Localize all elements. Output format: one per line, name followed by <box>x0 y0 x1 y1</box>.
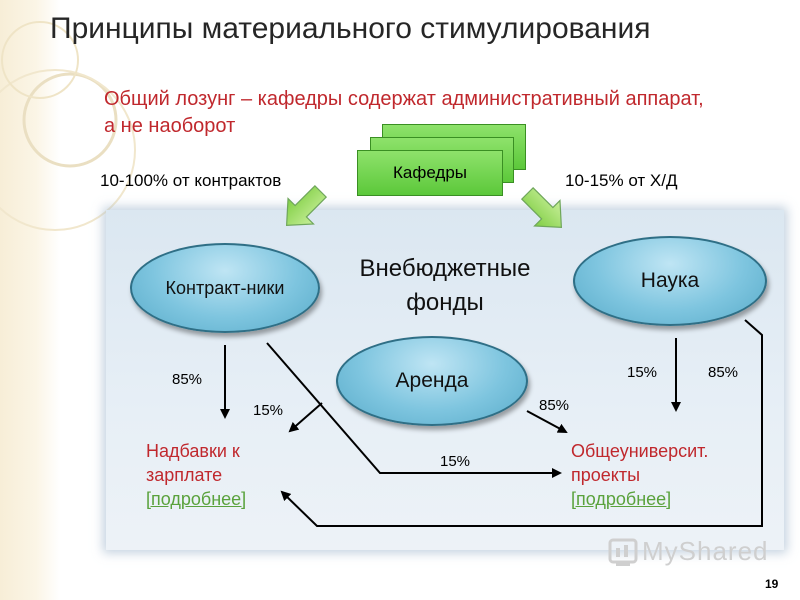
science-label: Наука <box>640 269 700 292</box>
pct-contractors-to-bonuses: 85% <box>172 371 203 388</box>
projects-label: Общеуниверсит. проекты <box>571 441 709 485</box>
projects-more-link[interactable]: [подробнее] <box>571 489 672 509</box>
pct-science-to-projects: 15% <box>627 364 658 381</box>
contractors-label: Контракт-ники <box>165 278 285 298</box>
kafedry-label: Кафедры <box>392 163 468 182</box>
green-arrow-left <box>285 184 328 227</box>
green-arrow-right <box>520 186 563 229</box>
pct-rent-to-projects: 85% <box>539 397 570 414</box>
contractors-node: Контракт-ники <box>130 243 320 333</box>
science-node: Наука <box>573 236 767 326</box>
pct-science-to-bonuses: 85% <box>708 364 739 381</box>
rent-node: Аренда <box>336 336 528 426</box>
kafedry-card: Кафедры <box>357 150 503 196</box>
rent-label: Аренда <box>395 369 469 392</box>
bonuses-label: Надбавки к зарплате <box>146 441 240 485</box>
pct-rent-to-bonuses: 15% <box>253 402 284 419</box>
budget-funds-label: Внебюджетные фонды <box>359 255 531 316</box>
bonuses-block: Надбавки к зарплате [подробнее] <box>146 439 286 511</box>
slide-title: Принципы материального стимулирования <box>50 12 651 45</box>
projects-block: Общеуниверсит. проекты [подробнее] <box>571 439 751 511</box>
bonuses-more-link[interactable]: [подробнее] <box>146 489 247 509</box>
page-number: 19 <box>765 577 779 591</box>
watermark-text: MyShared <box>642 536 769 566</box>
hd-share-label: 10-15% от Х/Д <box>565 171 678 190</box>
pct-contractors-to-projects: 15% <box>440 453 471 470</box>
slogan-text: Общий лозунг – кафедры содержат админист… <box>104 88 704 137</box>
contracts-share-label: 10-100% от контрактов <box>100 171 282 190</box>
